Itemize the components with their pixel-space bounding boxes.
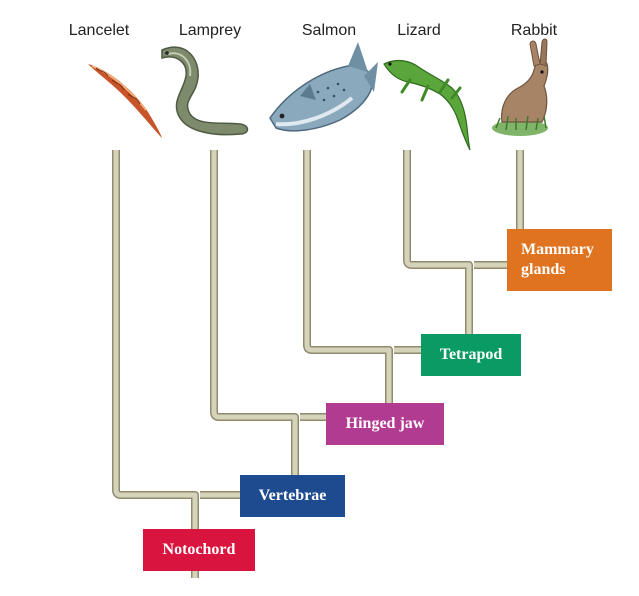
trait-hinged-jaw-label: Hinged jaw — [345, 415, 425, 432]
trait-mammary-glands: Mammary glands — [507, 229, 612, 291]
rabbit-icon — [492, 38, 549, 136]
trait-vertebrae-label: Vertebrae — [258, 487, 327, 504]
lamprey-icon — [161, 46, 249, 136]
trait-vertebrae: Vertebrae — [240, 475, 345, 517]
trait-tetrapod: Tetrapod — [421, 334, 521, 376]
trait-mammary-line2: glands — [521, 261, 566, 278]
taxon-label-salmon: Salmon — [301, 22, 357, 39]
taxon-label-lamprey: Lamprey — [178, 22, 242, 39]
lizard-icon — [383, 59, 471, 151]
trait-mammary-line1: Mammary — [521, 241, 594, 258]
salmon-icon — [269, 42, 378, 132]
taxon-label-lancelet: Lancelet — [68, 22, 130, 39]
taxon-label-lizard: Lizard — [397, 22, 441, 39]
trait-hinged-jaw: Hinged jaw — [326, 403, 444, 445]
branch-fill — [113, 150, 523, 578]
trait-tetrapod-label: Tetrapod — [439, 346, 503, 363]
trait-notochord: Notochord — [143, 529, 255, 571]
taxon-label-rabbit: Rabbit — [510, 22, 558, 39]
trait-notochord-label: Notochord — [162, 541, 236, 558]
lancelet-icon — [88, 64, 162, 138]
